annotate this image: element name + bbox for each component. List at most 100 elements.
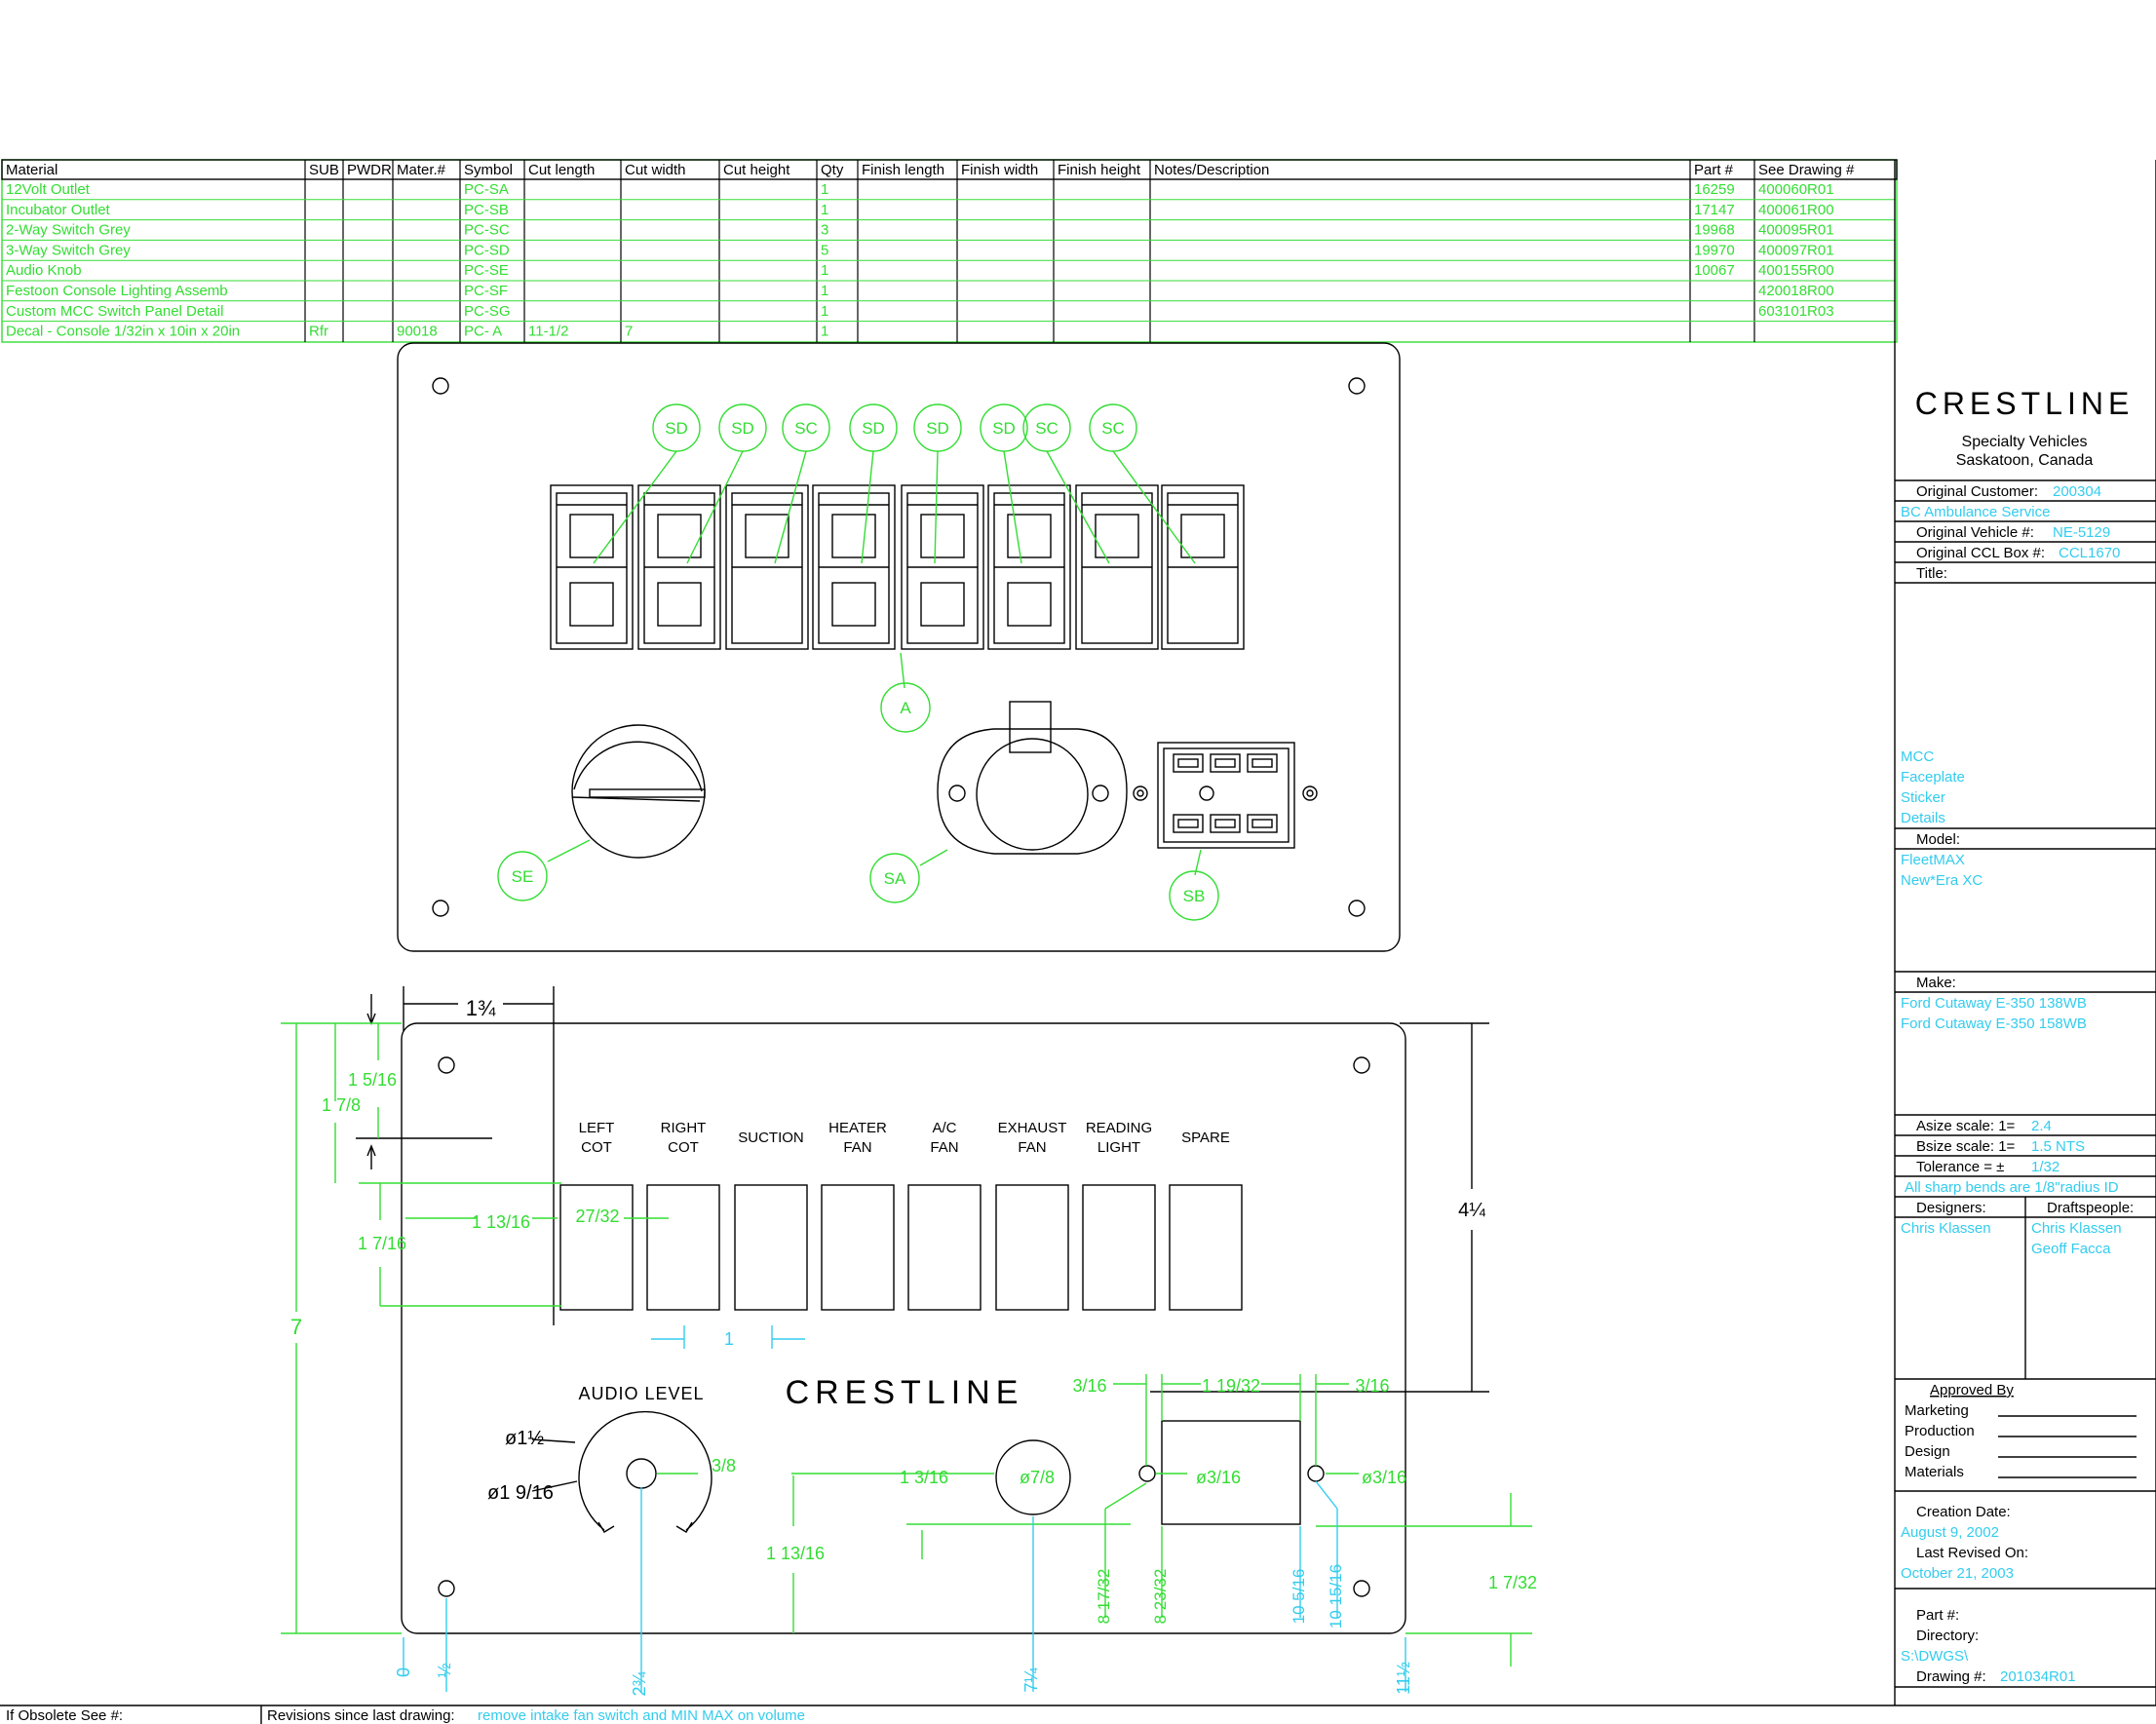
original-ccl-value: CCL1670: [2059, 545, 2120, 561]
decal-hole-tr: [1353, 1056, 1370, 1074]
bom-cell: 19968: [1694, 222, 1735, 239]
bom-cell: 10067: [1694, 262, 1735, 279]
dim-b-11-1-2: 11½: [1394, 1662, 1413, 1695]
dim-3-16-b: 3/16: [1355, 1376, 1389, 1396]
draftspeople-label: Draftspeople:: [2047, 1200, 2134, 1216]
bom-header-4: Symbol: [464, 162, 513, 178]
bom-cell: PC-SG: [464, 303, 511, 320]
bom-cell: 603101R03: [1758, 303, 1834, 320]
draftsperson-1: Chris Klassen: [2031, 1220, 2122, 1237]
bom-cell: 400097R01: [1758, 242, 1834, 258]
approval-materials: Materials: [1905, 1464, 1964, 1480]
outlet-screw-left: [1138, 1465, 1156, 1482]
dim-b-10-5: 10 5/16: [1290, 1569, 1308, 1625]
bom-header-11: Finish height: [1058, 162, 1141, 178]
bom-header-2: PWDR: [347, 162, 392, 178]
model-line-2: New*Era XC: [1901, 872, 1983, 889]
dim-b-zero: 0: [394, 1667, 413, 1677]
switch-1: [550, 484, 634, 650]
dim-b-7-1-4: 7¼: [1021, 1667, 1041, 1693]
dim-b-half: ½: [435, 1663, 454, 1677]
bom-cell: Custom MCC Switch Panel Detail: [6, 303, 223, 320]
tolerance-value: 1/32: [2031, 1159, 2060, 1175]
original-customer-value: 200304: [2053, 483, 2101, 500]
decal-hole-br: [1353, 1580, 1370, 1597]
incubator-outlet: [1157, 742, 1295, 849]
title-line-4: Details: [1901, 810, 1945, 826]
decal-crestline-logo: CRESTLINE: [786, 1374, 1024, 1411]
dim-hole-d1: ø3/16: [1196, 1468, 1241, 1487]
make-line-2: Ford Cutaway E-350 158WB: [1901, 1015, 2087, 1032]
bom-cell: PC-SD: [464, 242, 510, 258]
outlet-screw-right: [1307, 1465, 1325, 1482]
decal-switch-8: SPARE: [1169, 1130, 1243, 1311]
bom-header-3: Mater.#: [397, 162, 446, 178]
callout-label: SD: [731, 419, 754, 438]
bom-table-frame: [1, 159, 1898, 343]
dim-pitch: 1: [724, 1329, 734, 1349]
company-line2: Saskatoon, Canada: [1956, 452, 2094, 469]
callout-label: SC: [794, 419, 818, 438]
revisions-value: remove intake fan switch and MIN MAX on …: [478, 1707, 805, 1724]
original-vehicle-label: Original Vehicle #:: [1916, 524, 2034, 541]
callout-a-label: A: [900, 699, 911, 717]
bom-cell: Incubator Outlet: [6, 202, 111, 218]
callout-sc-7: SC: [1022, 403, 1110, 564]
callout-sb: [1169, 870, 1219, 921]
bom-cell: PC-SC: [464, 222, 510, 239]
12v-outlet: [937, 728, 1128, 855]
bom-header-14: See Drawing #: [1758, 162, 1855, 178]
audio-level-label: AUDIO LEVEL: [578, 1384, 704, 1403]
panel-mount-hole-br: [1348, 900, 1366, 917]
switch-5: [901, 484, 984, 650]
decal-switch-label-2: LIGHT: [1097, 1139, 1140, 1156]
switch-7: [1075, 484, 1159, 650]
callout-label: SC: [1035, 419, 1059, 438]
decal-switch-label: A/C: [932, 1120, 956, 1136]
bom-header-10: Finish width: [961, 162, 1038, 178]
designers-label: Designers:: [1916, 1200, 1986, 1216]
dim-left-1-7-8: 1 7/8: [322, 1095, 361, 1115]
bom-cell: 3-Way Switch Grey: [6, 242, 131, 258]
draftsperson-2: Geoff Facca: [2031, 1241, 2111, 1257]
bom-cell: 1: [821, 324, 828, 340]
make-line-1: Ford Cutaway E-350 138WB: [1901, 995, 2087, 1012]
asize-label: Asize scale: 1=: [1916, 1118, 2016, 1134]
crestline-logo: CRESTLINE: [1915, 386, 2135, 421]
dim-right-height: 4¼: [1458, 1200, 1485, 1221]
decal-switch-label-2: FAN: [843, 1139, 871, 1156]
bom-header-6: Cut width: [625, 162, 686, 178]
bom-cell: 17147: [1694, 202, 1735, 218]
directory-value: S:\DWGS\: [1901, 1648, 1969, 1665]
callout-label: SC: [1101, 419, 1125, 438]
bom-cell: 16259: [1694, 181, 1735, 198]
bom-header-12: Notes/Description: [1154, 162, 1269, 178]
bom-header-0: Material: [6, 162, 58, 178]
decal-switch-label-2: FAN: [930, 1139, 958, 1156]
drawing-label: Drawing #:: [1916, 1668, 1986, 1685]
switch-4: [812, 484, 896, 650]
bsize-value: 1.5 NTS: [2031, 1138, 2085, 1155]
bom-cell: PC-SF: [464, 283, 508, 299]
outlet-hole: [995, 1439, 1071, 1515]
bom-cell: Audio Knob: [6, 262, 82, 279]
callout-label: SD: [992, 419, 1016, 438]
bom-cell: 12Volt Outlet: [6, 181, 91, 198]
dimensions: 1¾ 7 1 7/8 1 5/16 1 7/16 1 13/16 27/32 1: [281, 986, 1537, 1697]
bom-header-9: Finish length: [862, 162, 944, 178]
callout-sa: [869, 853, 920, 903]
decal-switch-label: EXHAUST: [998, 1120, 1067, 1136]
title-label: Title:: [1916, 565, 1947, 582]
bom-cell: 2-Way Switch Grey: [6, 222, 131, 239]
decal-hole-bl: [438, 1580, 455, 1597]
bom-cell: 1: [821, 262, 828, 279]
original-vehicle-value: NE-5129: [2053, 524, 2110, 541]
dim-bottom-1-7-32: 1 7/32: [1488, 1573, 1537, 1592]
decal-switch-label: RIGHT: [661, 1120, 707, 1136]
callout-sd-2: SD: [686, 403, 767, 564]
dim-overall-height: 7: [290, 1315, 302, 1339]
